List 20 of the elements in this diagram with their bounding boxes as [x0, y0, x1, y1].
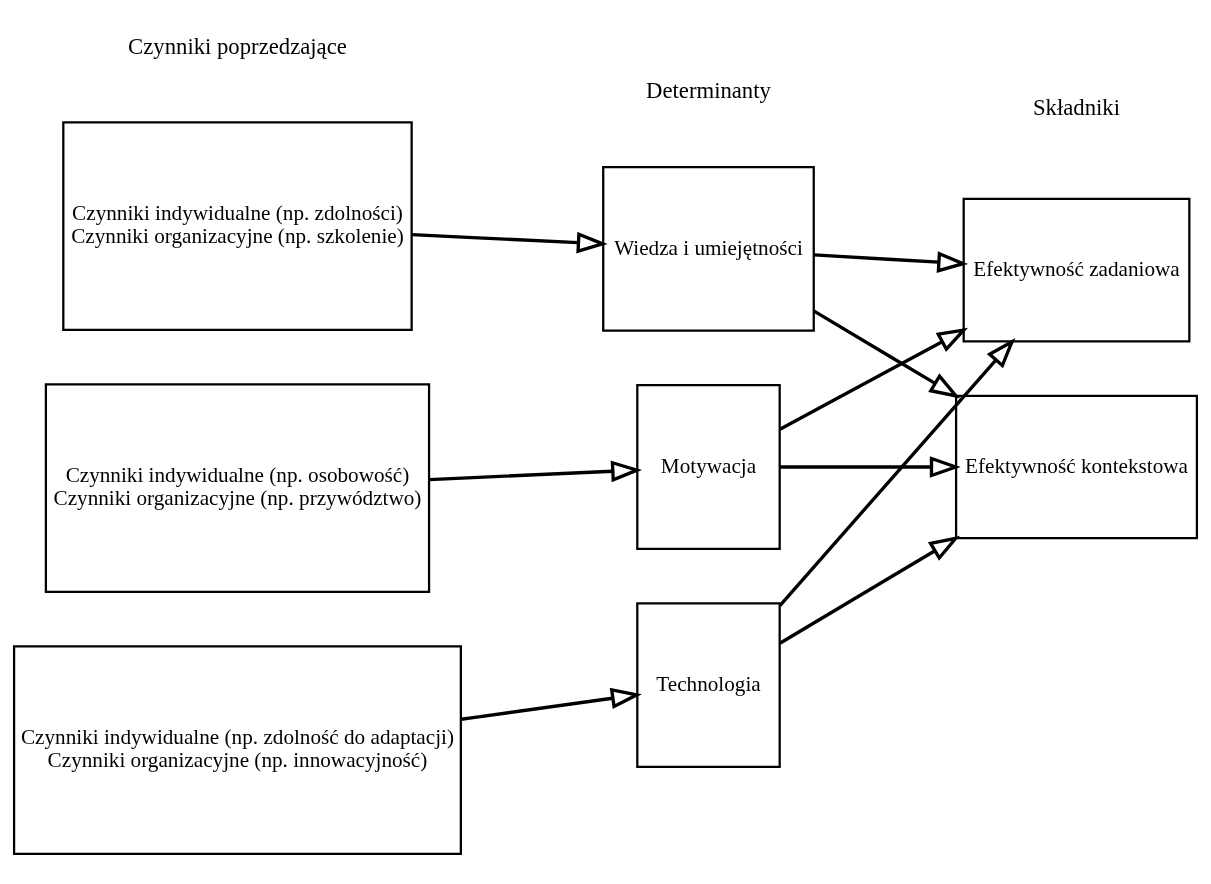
node-box: Efektywność kontekstowa — [954, 394, 1199, 540]
arrow — [779, 456, 961, 478]
arrow — [429, 460, 643, 483]
arrow — [461, 687, 642, 721]
node-box: Technologia — [636, 602, 781, 768]
node-box: Wiedza i umiejętności — [602, 166, 815, 332]
node-box: Motywacja — [636, 384, 781, 550]
arrow — [411, 231, 608, 254]
label: Składniki — [1032, 94, 1121, 120]
label: Czynniki poprzedzające — [128, 34, 347, 60]
node-box: Efektywność zadaniowa — [962, 197, 1191, 343]
node-box: Czynniki indywidualne (np. zdolność do adaptacji) Czynniki organizacyjne (np. innowacyjność) — [12, 645, 462, 856]
arrow — [814, 251, 969, 273]
node-box: Czynniki indywidualne (np. osobowość) Czynniki organizacyjne (np. przywództwo) — [44, 383, 431, 594]
arrow — [779, 535, 961, 645]
label: Determinanty — [646, 78, 771, 104]
arrow — [779, 327, 969, 431]
arrow — [778, 337, 1016, 607]
node-box: Czynniki indywidualne (np. zdolności) Czynniki organizacyjne (np. szkolenie) — [62, 121, 413, 332]
arrow — [813, 309, 961, 399]
